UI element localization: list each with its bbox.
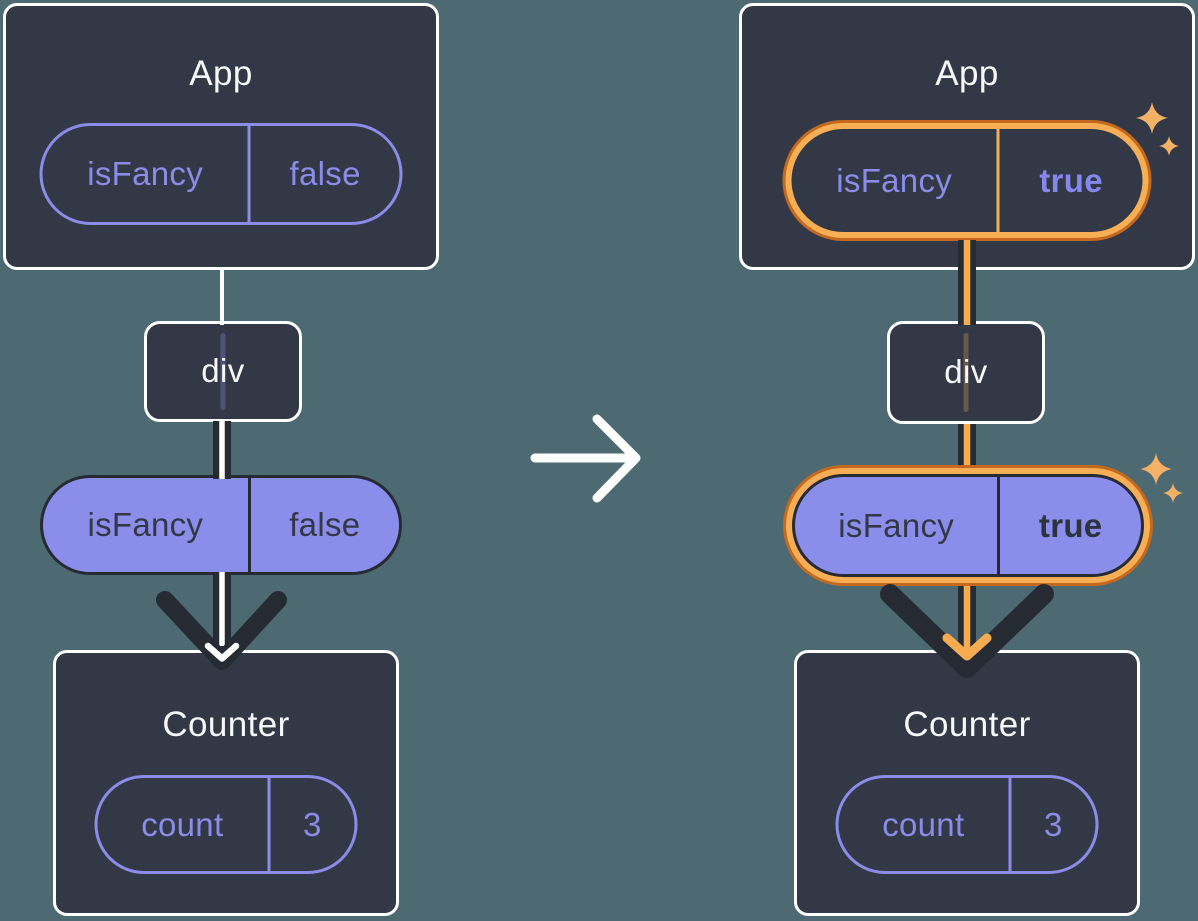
prop-arrow-right <box>880 240 1054 678</box>
sparkle-icon <box>1140 453 1172 485</box>
prop-flow-trace-right <box>963 333 969 412</box>
app-prop-pill-right: isFancy true <box>791 129 1143 232</box>
counter-title-right: Counter <box>903 705 1031 744</box>
highlight-ring: isFancy true <box>783 465 1153 586</box>
prop-name-label: isFancy <box>87 506 204 543</box>
div-label-right: div <box>944 353 988 390</box>
passed-prop-pill-left: isFancy false <box>40 475 402 575</box>
app-prop-pill-left: isFancy false <box>39 123 403 225</box>
app-component-card-right: App isFancy true <box>739 3 1195 270</box>
div-label-left: div <box>201 352 245 389</box>
prop-name-label: isFancy <box>836 161 953 199</box>
prop-name-label: isFancy <box>87 155 204 192</box>
prop-flow-trace-left <box>220 333 226 410</box>
sparkles-passed-prop <box>1140 453 1183 503</box>
arrow-right-icon <box>530 414 641 503</box>
app-title-right: App <box>935 54 999 93</box>
counter-state-pill-right: count 3 <box>835 775 1099 874</box>
passed-prop-pill-right: isFancy true <box>792 474 1144 577</box>
sparkle-icon <box>1163 483 1183 503</box>
state-name-label: count <box>141 805 224 843</box>
counter-state-pill-left: count 3 <box>94 775 358 874</box>
counter-title-left: Counter <box>162 705 290 744</box>
state-value-label: 3 <box>267 778 354 871</box>
prop-value-label: true <box>996 129 1143 232</box>
highlight-ring: isFancy true <box>782 120 1152 241</box>
prop-value-label: true <box>997 477 1141 574</box>
counter-component-card-right: Counter count 3 <box>794 650 1140 916</box>
app-component-card-left: App isFancy false <box>3 3 439 270</box>
div-node-card-right: div <box>887 321 1045 424</box>
prop-value-label: false <box>247 126 400 222</box>
state-name-label: count <box>882 805 965 843</box>
state-value-label: 3 <box>1008 778 1095 871</box>
prop-value-label: false <box>247 478 399 572</box>
counter-component-card-left: Counter count 3 <box>53 650 399 916</box>
prop-name-label: isFancy <box>838 506 955 544</box>
div-node-card-left: div <box>144 321 302 422</box>
app-title-left: App <box>189 54 253 93</box>
